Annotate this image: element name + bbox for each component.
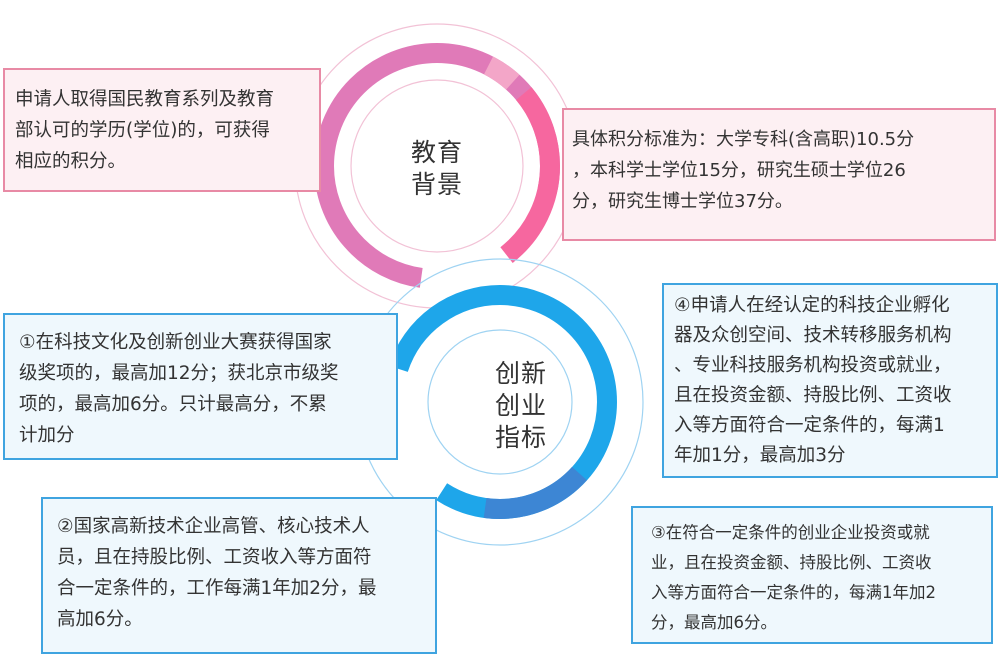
innovation-title-line-1: 创新 [494,359,547,388]
innovation-item-4-box: ④申请人在经认定的科技企业孵化 器及众创空间、技术转移服务机构 、专业科技服务机… [662,283,998,478]
education-scoring-line-3: 分，研究生博士学位37分。 [572,191,793,212]
education-title-line-2: 背景 [410,170,463,199]
innovation-item-1-box: ①在科技文化及创新创业大赛获得国家 级奖项的，最高加12分；获北京市级奖 项的，… [3,313,398,460]
innovation-item-4-line-6: 年加1分，最高加3分 [674,445,846,466]
education-scoring-line-2: ，本科学士学位15分，研究生硕士学位26 [572,160,906,181]
innovation-item-3-line-2: 业，且在投资金额、持股比例、工资收 [651,553,932,572]
innovation-title-line-3: 指标 [494,423,547,452]
education-scoring-line-1: 具体积分标准为：大学专科(含高职)10.5分 [572,129,915,150]
innovation-title-line-2: 创业 [494,391,547,420]
innovation-item-3-line-4: 分，最高加6分。 [651,613,777,632]
innovation-item-3-line-3: 入等方面符合一定条件的，每满1年加2 [651,583,936,602]
innovation-item-4-line-3: 、专业科技服务机构投资或就业， [674,355,952,376]
innovation-item-1-line-3: 项的，最高加6分。只计最高分，不累 [19,394,327,415]
innovation-item-1-line-4: 计加分 [19,425,75,446]
innovation-item-2-line-3: 合一定条件的，工作每满1年加2分，最 [57,578,377,599]
innovation-item-2-box: ②国家高新技术企业高管、核心技术人 员，且在持股比例、工资收入等方面符 合一定条… [41,497,437,654]
innovation-item-4-line-5: 入等方面符合一定条件的，每满1 [674,415,945,436]
education-description-line-2: 部认可的学历(学位)的，可获得 [15,120,270,141]
education-description-line-3: 相应的积分。 [15,151,127,172]
innovation-item-2-line-1: ②国家高新技术企业高管、核心技术人 [57,516,370,537]
innovation-item-4-line-4: 且在投资金额、持股比例、工资收 [674,385,952,406]
education-description-line-1: 申请人取得国民教育系列及教育 [15,89,275,110]
education-title: 教育 背景 [392,137,482,201]
innovation-item-3-box: ③在符合一定条件的创业企业投资或就 业，且在投资金额、持股比例、工资收 入等方面… [631,506,993,644]
education-description-box: 申请人取得国民教育系列及教育 部认可的学历(学位)的，可获得 相应的积分。 [3,68,321,192]
innovation-item-1-line-2: 级奖项的，最高加12分；获北京市级奖 [19,363,339,384]
innovation-item-3-line-1: ③在符合一定条件的创业企业投资或就 [651,523,930,542]
innovation-item-2-line-4: 高加6分。 [57,609,143,630]
innovation-title: 创新 创业 指标 [476,358,566,454]
innovation-item-1-line-1: ①在科技文化及创新创业大赛获得国家 [19,332,332,353]
education-title-line-1: 教育 [410,138,463,167]
innovation-item-4-line-1: ④申请人在经认定的科技企业孵化 [674,295,950,316]
innovation-item-4-line-2: 器及众创空间、技术转移服务机构 [674,325,952,346]
innovation-item-2-line-2: 员，且在持股比例、工资收入等方面符 [57,547,372,568]
education-scoring-box: 具体积分标准为：大学专科(含高职)10.5分 ，本科学士学位15分，研究生硕士学… [562,108,996,241]
